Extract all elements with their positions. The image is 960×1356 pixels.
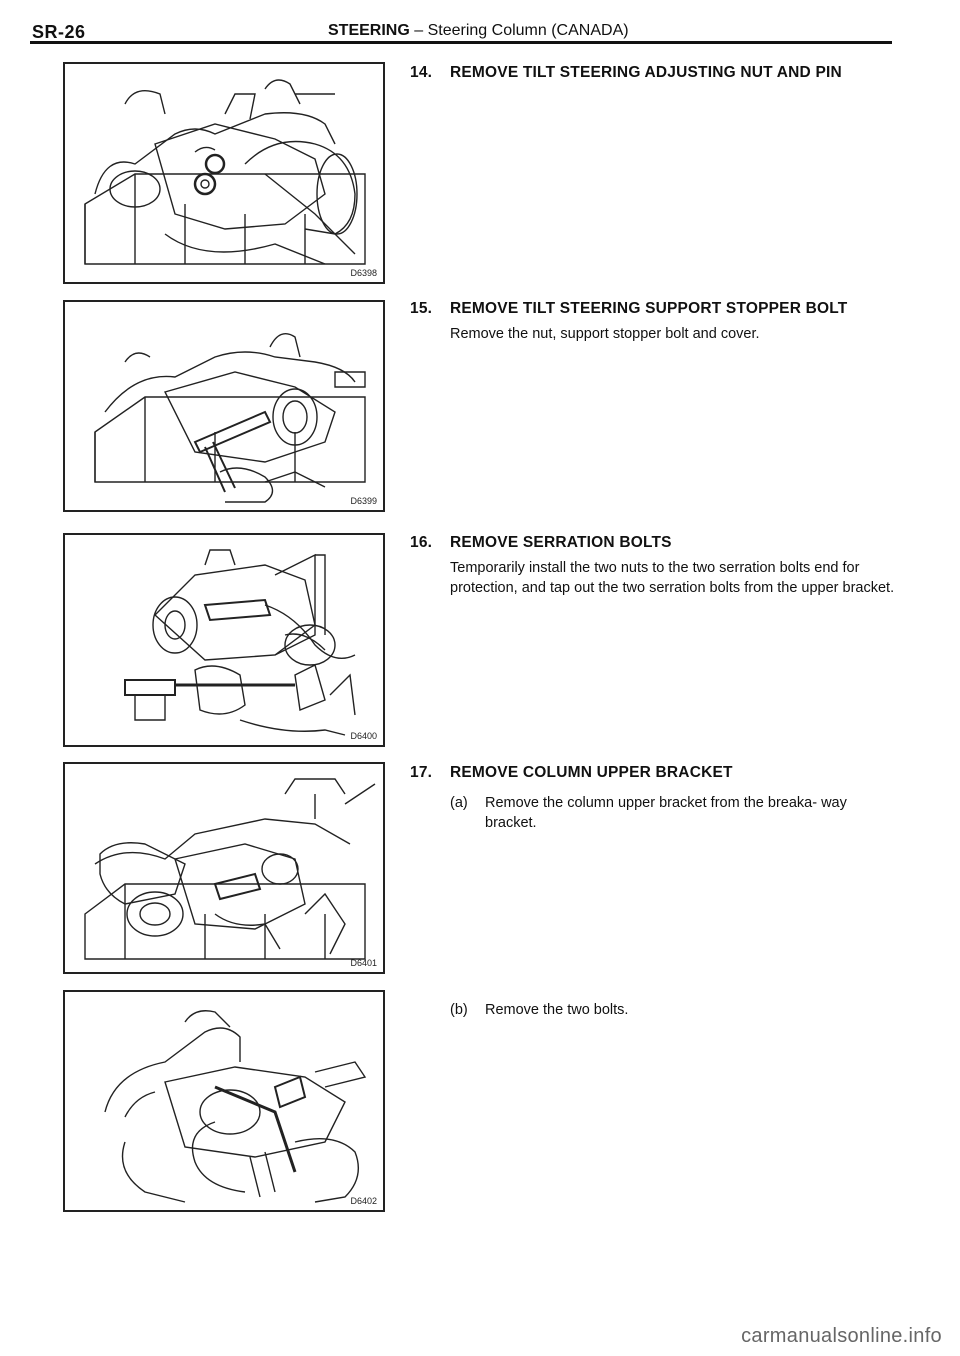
substep-mark: (b)	[450, 1002, 468, 1018]
step-title: 15. REMOVE TILT STEERING SUPPORT STOPPER …	[410, 300, 900, 318]
step-heading: REMOVE TILT STEERING ADJUSTING NUT AND P…	[450, 64, 842, 81]
step-number: 17.	[410, 764, 433, 781]
illustration-two-bolts	[104, 1010, 367, 1203]
page-code: SR-26	[32, 22, 86, 42]
figure-two-bolts: D6402	[63, 990, 385, 1212]
figure-upper-bracket: D6401	[63, 762, 385, 974]
section-title: STEERING – Steering Column (CANADA)	[328, 22, 629, 40]
header-rule	[30, 41, 892, 44]
step-15: 15. REMOVE TILT STEERING SUPPORT STOPPER …	[410, 300, 900, 344]
step-17: 17. REMOVE COLUMN UPPER BRACKET	[410, 764, 900, 782]
illustration-adjusting-nut	[84, 79, 366, 265]
step-title: 16. REMOVE SERRATION BOLTS	[410, 534, 900, 552]
figure-serration-bolts: D6400	[63, 533, 385, 747]
step-number: 14.	[410, 64, 433, 81]
step-heading: REMOVE TILT STEERING SUPPORT STOPPER BOL…	[450, 300, 848, 317]
substep-text: Remove the two bolts.	[485, 1002, 629, 1018]
illustration-stopper-bolt	[94, 333, 366, 503]
step-title: 17. REMOVE COLUMN UPPER BRACKET	[410, 764, 900, 782]
figure-adjusting-nut: D6398	[63, 62, 385, 284]
page-header: SR-26 STEERING – Steering Column (CANADA…	[32, 22, 892, 44]
illustration-serration-bolts	[124, 549, 356, 736]
figure-id: D6401	[350, 958, 377, 968]
step-number: 16.	[410, 534, 433, 551]
step-14: 14. REMOVE TILT STEERING ADJUSTING NUT AN…	[410, 64, 900, 82]
illustration-upper-bracket	[84, 778, 376, 960]
figure-id: D6400	[350, 731, 377, 741]
section-name: STEERING	[328, 22, 410, 39]
step-instruction: Remove the nut, support stopper bolt and…	[450, 326, 760, 342]
substep-text: Remove the column upper bracket from the…	[485, 795, 847, 831]
step-title: 14. REMOVE TILT STEERING ADJUSTING NUT AN…	[410, 64, 900, 82]
figure-id: D6399	[350, 496, 377, 506]
substep-mark: (a)	[450, 795, 468, 811]
step-heading: REMOVE COLUMN UPPER BRACKET	[450, 764, 733, 781]
title-separator: –	[414, 22, 424, 39]
step-16: 16. REMOVE SERRATION BOLTS Temporarily in…	[410, 534, 900, 598]
substep-a: (a) Remove the column upper bracket from…	[450, 793, 900, 833]
site-watermark: carmanualsonline.info	[741, 1325, 942, 1347]
step-number: 15.	[410, 300, 433, 317]
substep-b: (b) Remove the two bolts.	[450, 1000, 900, 1020]
section-subtitle: Steering Column (CANADA)	[427, 22, 629, 39]
figure-stopper-bolt: D6399	[63, 300, 385, 512]
figure-id: D6402	[350, 1196, 377, 1206]
step-heading: REMOVE SERRATION BOLTS	[450, 534, 672, 551]
figure-id: D6398	[350, 268, 377, 278]
step-instruction: Temporarily install the two nuts to the …	[450, 560, 895, 596]
